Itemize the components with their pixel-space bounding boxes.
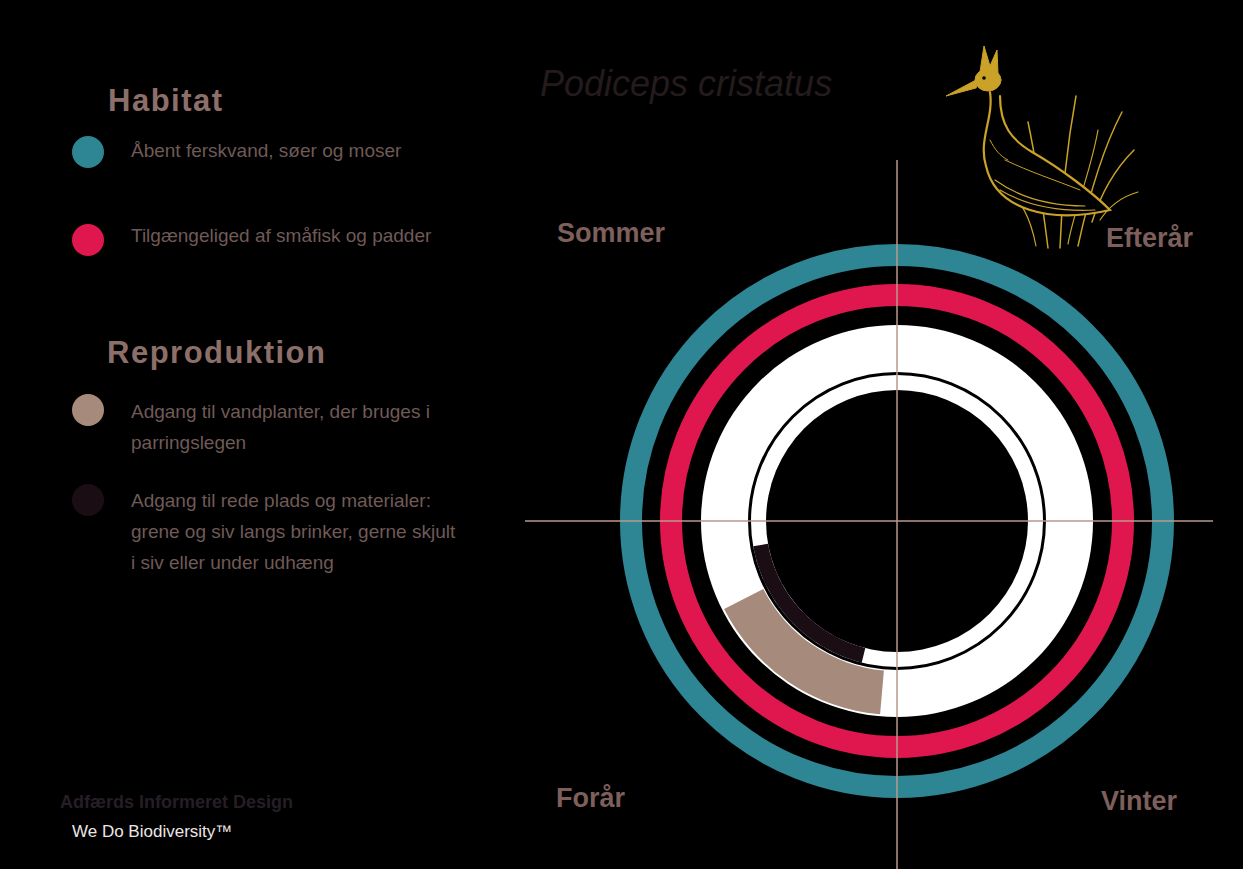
section-heading: Reproduktion [107,334,327,371]
species-title: Podiceps cristatus [540,62,832,105]
season-label: Efterår [1106,222,1193,254]
season-axis [896,160,898,869]
legend-swatch [72,484,104,516]
legend-text: Adgang til vandplanter, der bruges i par… [131,396,461,458]
legend-text: Adgang til rede plads og materialer: gre… [131,485,461,578]
legend-swatch [72,224,104,256]
grebe-illustration [946,46,1138,248]
legend-text: Åbent ferskvand, søer og moser [131,135,461,166]
legend-text: Tilgængeliged af småfisk og padder [131,220,461,251]
brand-tagline: We Do Biodiversity™ [72,822,232,842]
section-heading: Habitat [108,82,224,119]
season-axis [525,520,1213,522]
legend-swatch [72,136,104,168]
nesting-arc [753,544,865,663]
season-label: Sommer [557,217,665,249]
season-label: Forår [556,782,625,814]
legend-swatch [72,394,104,426]
brand-name: Adfærds Informeret Design [60,792,293,814]
season-label: Vinter [1101,785,1177,817]
